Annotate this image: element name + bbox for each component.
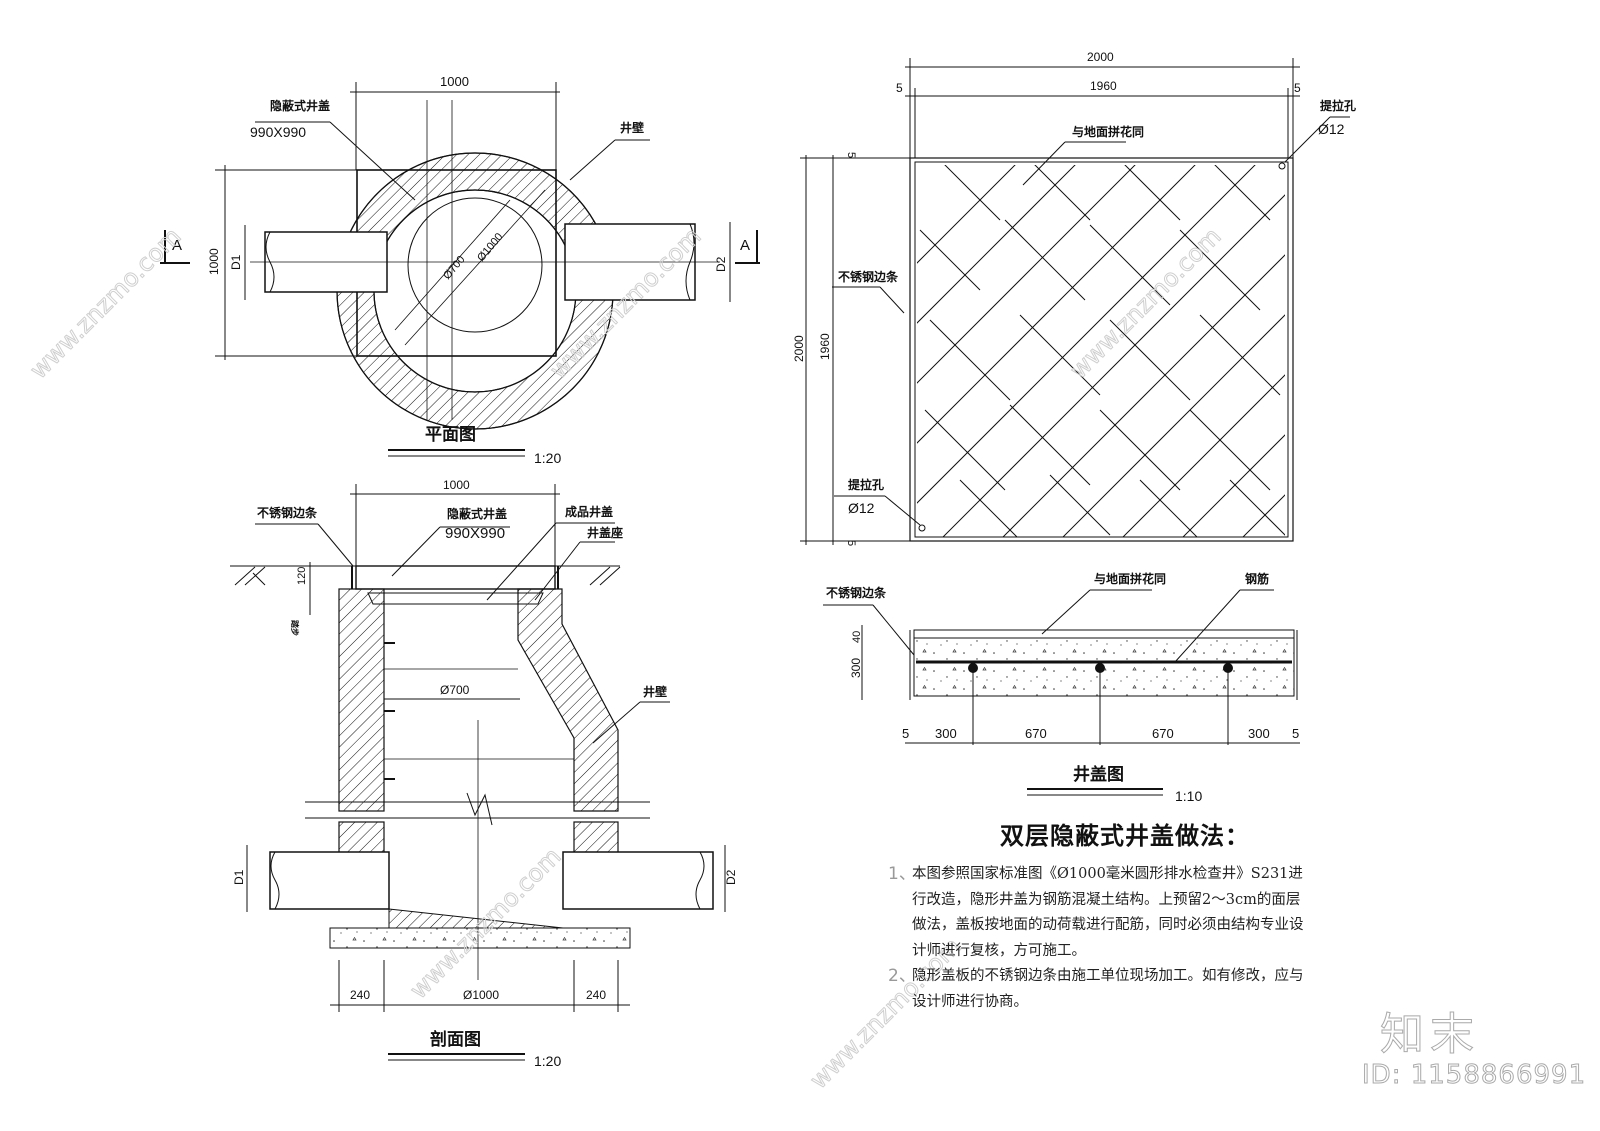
cover-plan: 2000 1960 5 5 2000 1960 5 5 与地面拼花同 不锈钢边条… [792,50,1356,546]
cover-section: 40 300 5 300 670 670 300 5 不锈钢边条 与地面拼花同 … [823,571,1300,804]
note-text: 隐形盖板的不锈钢边条由施工单位现场加工。如有修改，应与设计师进行协商。 [912,968,1304,1010]
cover-sec-rebar-label: 钢筋 [1245,571,1269,586]
plan-dim-top: 1000 [440,74,469,89]
plan-dim-left: 1000 [207,248,221,275]
notes: 1、 本图参照国家标准图《Ø1000毫米圆形排水检查井》S231进行改造，隐形井… [888,862,1308,1015]
plan-wall-label: 井壁 [620,120,644,135]
svg-text:www.znzmo.com: www.znzmo.com [24,222,186,384]
section-wall-label: 井壁 [643,684,667,699]
section-side-label: 踏步 [290,620,300,636]
cover-paving-label: 与地面拼花同 [1072,124,1144,139]
plan-outer-dia: Ø1000 [475,231,505,264]
svg-text:www.znzmo.com: www.znzmo.com [1064,222,1226,384]
cover-sec-dim-670-left: 670 [1025,726,1047,741]
plan-inner-dia: Ø700 [441,254,467,282]
section-pipe-d2: D2 [724,869,738,885]
plan-cover-label: 隐蔽式井盖 [270,98,330,113]
section-cover-size: 990X990 [445,525,505,542]
section-dim-top: 1000 [443,478,470,492]
cover-dim-2000-w: 2000 [1087,50,1114,64]
cover-dim-5-left: 5 [896,81,903,95]
cover-lift-hole-size-tr: Ø12 [1318,121,1345,137]
watermark-logo: 知末 [1380,1009,1480,1061]
cover-sec-dim-300-right: 300 [1248,726,1270,741]
section-dim-240-left: 240 [350,988,370,1002]
note-number: 2、 [888,966,916,986]
section-mark-right: A [740,237,750,254]
section-product-cover-label: 成品井盖 [565,504,613,519]
cover-sec-paving-label: 与地面拼花同 [1094,571,1166,586]
section-dim-120: 120 [296,567,308,585]
cover-dim-2000-h: 2000 [792,335,806,362]
section-dim-dia1000: Ø1000 [463,988,499,1002]
section-cover-seat-label: 井盖座 [587,525,623,540]
cover-sec-dim-300: 300 [849,658,863,678]
cover-dim-5-right: 5 [1294,81,1301,95]
note-item-2: 2、 隐形盖板的不锈钢边条由施工单位现场加工。如有修改，应与设计师进行协商。 [888,964,1308,1015]
plan-scale: 1:20 [534,450,561,466]
cover-sec-dim-5-right: 5 [1292,726,1299,741]
cover-lift-hole-label-bl: 提拉孔 [848,477,884,492]
section-inner-dia: Ø700 [440,683,470,697]
plan-pipe-d2: D2 [714,256,728,272]
cover-sec-dim-300-left: 300 [935,726,957,741]
cover-dim-5-bottom: 5 [845,540,857,546]
cover-sec-scale: 1:10 [1175,788,1202,804]
section-edge-label: 不锈钢边条 [257,505,318,520]
cover-sec-dim-40: 40 [851,631,863,643]
section-pipe-d1: D1 [232,869,246,885]
cover-lift-hole-label-tr: 提拉孔 [1320,98,1356,113]
section-view: Ø700 D1 D2 1000 120 踏步 240 Ø1000 240 不锈钢… [230,478,738,1069]
cover-sec-dim-5-left: 5 [902,726,909,741]
cover-dim-1960-w: 1960 [1090,79,1117,93]
plan-cover-size: 990X990 [250,124,306,140]
section-dim-240-right: 240 [586,988,606,1002]
cover-dim-1960-h: 1960 [818,333,832,360]
plan-title: 平面图 [425,425,476,445]
section-mark-left: A [172,237,182,254]
note-number: 1、 [888,864,916,884]
cover-dim-5-top: 5 [845,152,857,158]
cover-sec-dim-670-right: 670 [1152,726,1174,741]
notes-title: 双层隐蔽式井盖做法： [1000,821,1250,850]
note-item-1: 1、 本图参照国家标准图《Ø1000毫米圆形排水检查井》S231进行改造，隐形井… [888,862,1308,964]
cover-sec-edge-label: 不锈钢边条 [826,585,887,600]
section-scale: 1:20 [534,1053,561,1069]
section-cover-label: 隐蔽式井盖 [447,506,507,521]
cover-lift-hole-size-bl: Ø12 [848,500,875,516]
cover-edge-label: 不锈钢边条 [838,269,899,284]
plan-pipe-d1: D1 [229,254,243,270]
cover-sec-title: 井盖图 [1073,764,1124,785]
section-title: 剖面图 [430,1029,481,1050]
note-text: 本图参照国家标准图《Ø1000毫米圆形排水检查井》S231进行改造，隐形井盖为钢… [912,866,1304,959]
watermark-id: ID: 1158866991 [1361,1060,1587,1091]
